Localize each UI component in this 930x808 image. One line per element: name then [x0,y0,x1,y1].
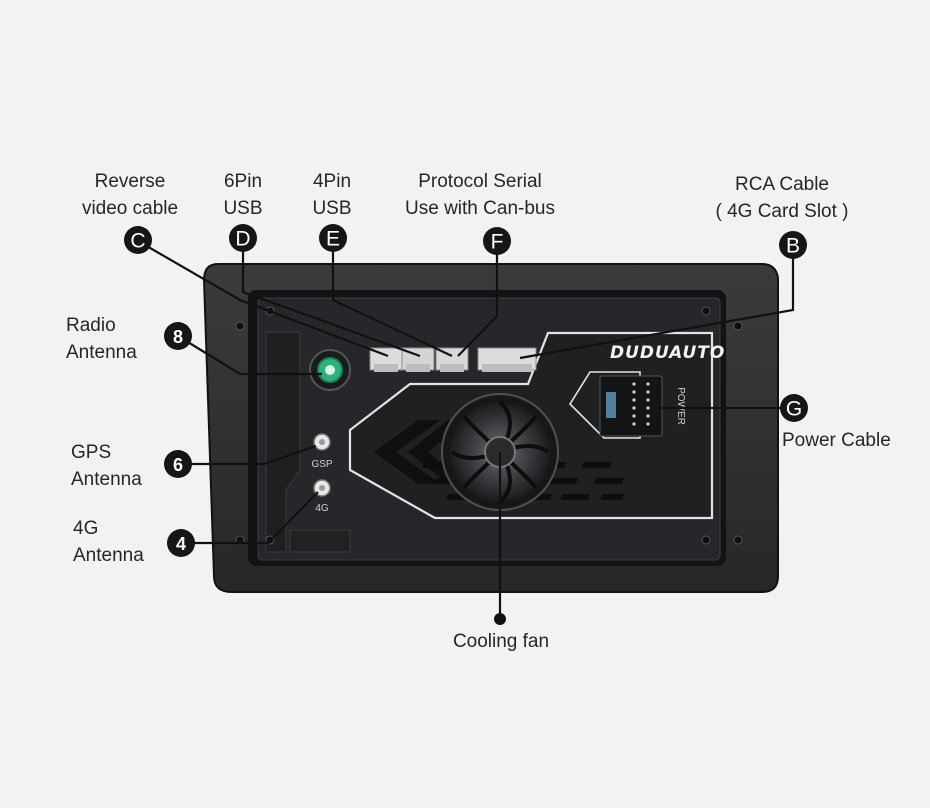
svg-text:8: 8 [173,327,183,347]
callout-badges: C D E F B 8 6 4 G [124,224,808,557]
leader-lines [137,238,795,618]
label-line: Antenna [71,469,142,490]
connector-row [369,347,537,372]
label-line: 4Pin [312,171,352,192]
leader-8 [177,335,322,376]
leader-F [457,241,499,357]
badge-8: 8 [164,322,192,350]
badge-D: D [229,224,257,252]
leader-E [331,238,453,357]
power-pins [632,382,650,426]
label-line: Reverse [94,171,166,192]
power-connector [599,375,663,437]
label-line: Cooling fan [452,631,550,652]
label-6pin-usb: 6Pin USB [208,168,278,222]
badge-G: G [780,394,808,422]
label-radio-antenna: Radio Antenna [66,312,137,366]
svg-text:6: 6 [173,455,183,475]
label-line: RCA Cable [735,174,829,195]
svg-text:E: E [326,228,340,251]
label-line: 4G [73,518,99,539]
label-power-cable: Power Cable [782,427,891,454]
power-port-mark: POWER [675,387,686,425]
gps-port-mark: GSP [311,459,332,470]
fan-leader-dot [494,613,506,625]
badge-E: E [319,224,347,252]
leader-B [519,246,795,360]
label-reverse-video-cable: Reverse video cable [60,168,200,222]
badge-6: 6 [164,450,192,478]
leader-C [137,240,389,358]
label-line: Antenna [66,342,137,363]
svg-text:G: G [786,398,802,421]
label-line: video cable [81,198,179,219]
label-line: USB [312,198,352,219]
label-line: GPS [71,442,112,463]
badge-4: 4 [167,529,195,557]
svg-text:F: F [491,231,504,254]
label-protocol-serial: Protocol Serial Use with Can-bus [380,168,580,222]
label-4pin-usb: 4Pin USB [297,168,367,222]
svg-text:C: C [130,230,145,253]
power-connector-latch [606,392,616,418]
lte-port-mark: 4G [315,503,329,514]
leader-4 [181,491,319,545]
label-rca-cable: RCA Cable ( 4G Card Slot ) [696,171,868,225]
label-cooling-fan: Cooling fan [420,628,582,655]
label-line: Antenna [73,545,144,566]
badge-C: C [124,226,152,254]
bottom-plate [289,529,351,553]
label-line: 6Pin [223,171,263,192]
label-line: Radio [66,315,116,336]
leader-6 [178,444,317,466]
svg-text:4: 4 [176,534,186,554]
label-line: Use with Can-bus [405,198,555,219]
label-4g-antenna: 4G Antenna [73,515,144,569]
label-line: Protocol Serial [418,171,542,192]
svg-text:D: D [235,228,250,251]
chevron-stripes [374,420,468,484]
brand-logo: DUDUAUTO [610,343,725,363]
label-line: USB [223,198,263,219]
badge-F: F [483,227,511,255]
label-gps-antenna: GPS Antenna [71,439,142,493]
left-strip [265,331,301,553]
svg-text:B: B [786,235,800,258]
label-line: Power Cable [782,430,891,451]
badge-B: B [779,231,807,259]
leader-D [241,238,421,358]
label-line: ( 4G Card Slot ) [715,201,849,222]
